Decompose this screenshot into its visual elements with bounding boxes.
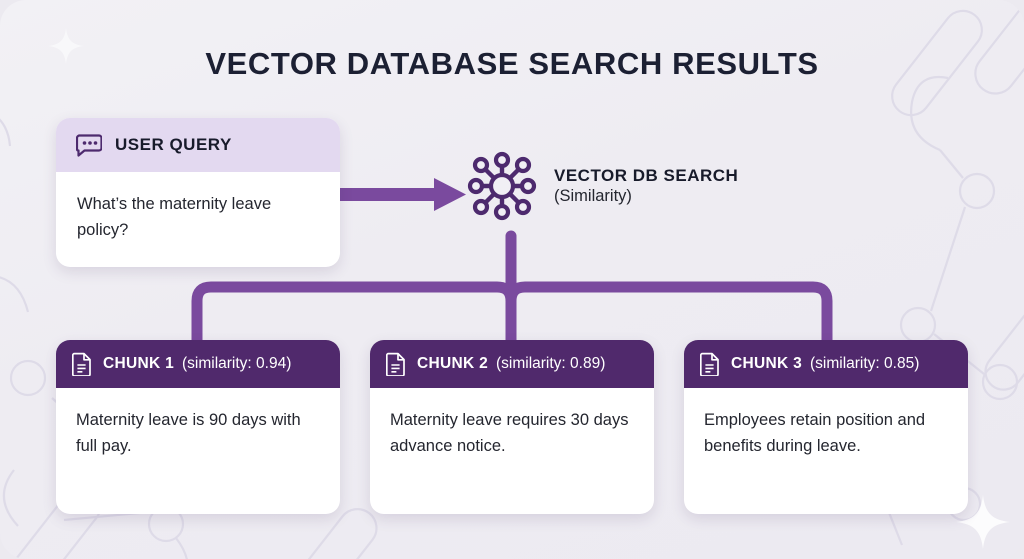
chunk-similarity-score: (similarity: 0.94)	[182, 355, 292, 372]
vector-db-search-title: VECTOR DB SEARCH	[554, 165, 739, 185]
document-icon	[386, 352, 405, 376]
page-title: VECTOR DATABASE SEARCH RESULTS	[205, 46, 819, 81]
network-hub-icon	[467, 151, 537, 221]
document-icon	[700, 352, 719, 376]
document-icon	[72, 352, 91, 376]
vector-db-search-node: VECTOR DB SEARCH (Similarity)	[466, 150, 738, 222]
chat-bubble-icon	[76, 134, 102, 157]
user-query-label: USER QUERY	[115, 135, 232, 154]
user-query-card: USER QUERY What’s the maternity leave po…	[56, 118, 340, 268]
query-to-search-arrow	[340, 178, 466, 211]
chunk-header: CHUNK 2 (similarity: 0.89)	[370, 340, 654, 388]
user-query-text: What’s the maternity leave policy?	[77, 195, 272, 239]
chunk-text: Maternity leave is 90 days with full pay…	[76, 411, 301, 455]
chunk-text: Employees retain position and benefits d…	[704, 411, 926, 455]
chunk-card: CHUNK 2 (similarity: 0.89) Maternity lea…	[370, 340, 654, 514]
chunk-similarity-score: (similarity: 0.89)	[496, 355, 606, 372]
chunk-card: CHUNK 3 (similarity: 0.85) Employees ret…	[684, 340, 968, 514]
chunk-card: CHUNK 1 (similarity: 0.94) Maternity lea…	[56, 340, 340, 514]
chunk-header: CHUNK 1 (similarity: 0.94)	[56, 340, 340, 388]
user-query-header: USER QUERY	[56, 118, 340, 172]
chunk-text: Maternity leave requires 30 days advance…	[390, 411, 629, 455]
chunk-similarity-score: (similarity: 0.85)	[810, 355, 920, 372]
chunk-title: CHUNK 1	[103, 355, 174, 372]
vector-db-search-subtitle: (Similarity)	[554, 187, 632, 206]
chunk-title: CHUNK 3	[731, 355, 802, 372]
chunk-header: CHUNK 3 (similarity: 0.85)	[684, 340, 968, 388]
chunk-title: CHUNK 2	[417, 355, 488, 372]
